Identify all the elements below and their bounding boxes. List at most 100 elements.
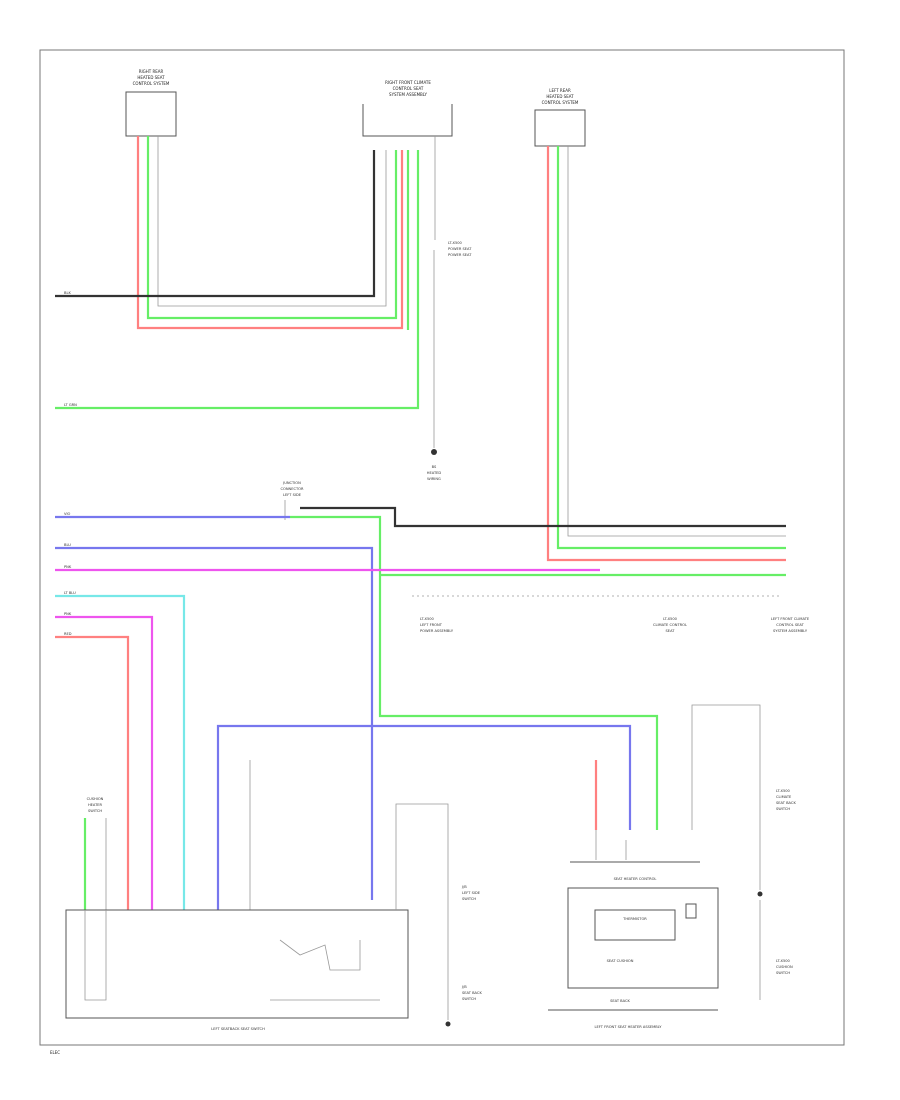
wire-label-pnk: PNK bbox=[64, 565, 72, 569]
component-top-mid: RIGHT FRONT CLIMATE CONTROL SEAT SYSTEM … bbox=[362, 80, 453, 137]
component-top-left-box bbox=[125, 91, 177, 137]
wire-green-long bbox=[290, 515, 659, 830]
diagram-frame bbox=[39, 49, 845, 1046]
component-top-left-line1: RIGHT REAR bbox=[139, 69, 164, 74]
wire-green-right-a bbox=[556, 146, 786, 550]
note-right-a-line1: LT-X500 bbox=[776, 789, 791, 793]
right-assembly-line3: SYSTEM ASSEMBLY bbox=[773, 629, 808, 633]
wire-label-ltblu: LT BLU bbox=[64, 591, 76, 595]
seat-back-label: SEAT BACK bbox=[610, 999, 630, 1003]
ground-mid-line2: HEATED bbox=[427, 471, 442, 475]
mid-note-a-line2: LEFT FRONT bbox=[420, 623, 443, 627]
switch-internal-loop bbox=[84, 910, 107, 1001]
wire-red-left bbox=[55, 635, 130, 910]
switch-internal-circuit bbox=[279, 939, 361, 971]
footer-label: ELEC bbox=[50, 1050, 60, 1055]
cushion-box-line1: CUSHION bbox=[87, 797, 104, 801]
note-right-b-line2: CUSHION bbox=[776, 965, 793, 969]
wire-blue-left bbox=[55, 546, 374, 900]
right-assembly-line1: LEFT FRONT CLIMATE bbox=[771, 617, 810, 621]
note-bottom-a: J/B LEFT SIDE SWITCH bbox=[461, 885, 481, 901]
wire-label-vio: VIO bbox=[64, 512, 71, 516]
cushion-box-line3: SWITCH bbox=[88, 809, 102, 813]
wire-green-top-loop bbox=[146, 136, 398, 320]
wire-label-blu: BLU bbox=[64, 543, 71, 547]
mid-note-b-line3: SEAT bbox=[666, 629, 676, 633]
note-power-seat-line3: POWER SEAT bbox=[448, 253, 472, 257]
note-right-b-line1: LT-X500 bbox=[776, 959, 791, 963]
wire-red-right bbox=[546, 146, 786, 562]
wire-black-right-chain bbox=[691, 704, 761, 890]
component-top-mid-box bbox=[362, 104, 453, 137]
wire-green-mid bbox=[55, 150, 420, 410]
cushion-box-label: CUSHION HEATER SWITCH bbox=[87, 797, 104, 813]
center-junction-line2: CONNECTOR bbox=[280, 487, 304, 491]
component-top-right: LEFT REAR HEATED SEAT CONTROL SYSTEM bbox=[534, 88, 586, 147]
center-junction-line1: JUNCTION bbox=[282, 481, 301, 485]
note-power-seat-line1: LT-X500 bbox=[448, 241, 463, 245]
center-junction-line3: LEFT SIDE bbox=[283, 493, 302, 497]
wire-label-pnk-2: PNK bbox=[64, 612, 72, 616]
switch-assembly-box bbox=[65, 909, 409, 1019]
ground-mid-line3: WIRING bbox=[427, 477, 441, 481]
note-bottom-a-line3: SWITCH bbox=[462, 897, 476, 901]
note-right-b-line3: SWITCH bbox=[776, 971, 790, 975]
ground-symbol-bottom bbox=[445, 1021, 451, 1027]
mid-note-a: LT-X500 LEFT FRONT POWER ASSEMBLY bbox=[420, 617, 454, 633]
wire-black-ground-chain bbox=[395, 803, 449, 1020]
cushion-box-line2: HEATER bbox=[88, 803, 103, 807]
mid-note-b: LT-X500 CLIMATE CONTROL SEAT bbox=[653, 617, 687, 633]
ground-symbol-mid bbox=[431, 449, 437, 455]
ground-symbol-right bbox=[757, 891, 763, 897]
wire-black-top bbox=[55, 150, 376, 298]
note-bottom-a-line1: J/B bbox=[461, 885, 467, 889]
wire-label-grn: LT GRN bbox=[64, 403, 77, 407]
note-power-seat-line2: POWER SEAT bbox=[448, 247, 472, 251]
mid-note-a-line1: LT-X500 bbox=[420, 617, 435, 621]
seat-cushion-label: SEAT CUSHION bbox=[607, 959, 634, 963]
component-top-mid-line1: RIGHT FRONT CLIMATE bbox=[385, 80, 431, 85]
note-bottom-b: J/B SEAT BACK SWITCH bbox=[461, 985, 482, 1001]
note-right-b: LT-X500 CUSHION SWITCH bbox=[776, 959, 793, 975]
mid-note-b-line2: CLIMATE CONTROL bbox=[653, 623, 687, 627]
note-bottom-b-line3: SWITCH bbox=[462, 997, 476, 1001]
component-top-left-line2: HEATED SEAT bbox=[137, 75, 165, 80]
note-right-a: LT-X500 CLIMATE SEAT BACK SWITCH bbox=[776, 789, 796, 811]
mid-note-a-line3: POWER ASSEMBLY bbox=[420, 629, 454, 633]
note-right-a-line4: SWITCH bbox=[776, 807, 790, 811]
wire-label-blk: BLK bbox=[64, 291, 71, 295]
wire-cyan-left bbox=[55, 594, 186, 910]
heater-assembly-box bbox=[567, 887, 719, 989]
component-top-right-box bbox=[534, 109, 586, 147]
right-assembly-label: LEFT FRONT CLIMATE CONTROL SEAT SYSTEM A… bbox=[771, 617, 810, 633]
component-top-mid-line2: CONTROL SEAT bbox=[393, 86, 424, 91]
heater-connector bbox=[685, 903, 697, 919]
bottom-right-title: LEFT FRONT SEAT HEATER ASSEMBLY bbox=[595, 1025, 663, 1029]
wire-red-top-loop bbox=[136, 136, 404, 330]
wire-blue-lower bbox=[216, 724, 632, 910]
wire-label-red: RED bbox=[64, 632, 72, 636]
note-right-a-line2: CLIMATE bbox=[776, 795, 792, 799]
right-assembly-line2: CONTROL SEAT bbox=[776, 623, 804, 627]
bottom-left-title: LEFT SEATBACK SEAT SWITCH bbox=[211, 1027, 265, 1031]
thermistor-label: THERMISTOR bbox=[622, 917, 647, 921]
component-top-right-line3: CONTROL SYSTEM bbox=[542, 100, 579, 105]
note-bottom-a-line2: LEFT SIDE bbox=[462, 891, 481, 895]
component-top-left: RIGHT REAR HEATED SEAT CONTROL SYSTEM bbox=[125, 69, 177, 137]
mid-note-b-line1: LT-X500 bbox=[663, 617, 678, 621]
component-top-right-line1: LEFT REAR bbox=[549, 88, 571, 93]
ground-label-mid: BS HEATED WIRING bbox=[427, 465, 442, 481]
note-bottom-b-line2: SEAT BACK bbox=[462, 991, 482, 995]
note-right-a-line3: SEAT BACK bbox=[776, 801, 796, 805]
wire-black-right bbox=[300, 506, 786, 528]
wire-magenta-left bbox=[55, 615, 154, 910]
component-top-left-line3: CONTROL SYSTEM bbox=[133, 81, 170, 86]
heater-inner-box bbox=[594, 909, 676, 941]
component-top-mid-line3: SYSTEM ASSEMBLY bbox=[389, 92, 427, 97]
heater-control-label: SEAT HEATER CONTROL bbox=[614, 877, 657, 881]
component-top-right-line2: HEATED SEAT bbox=[546, 94, 574, 99]
note-bottom-b-line1: J/B bbox=[461, 985, 467, 989]
wire-gray-right bbox=[567, 146, 786, 537]
wire-gray-top-loop bbox=[157, 136, 387, 307]
